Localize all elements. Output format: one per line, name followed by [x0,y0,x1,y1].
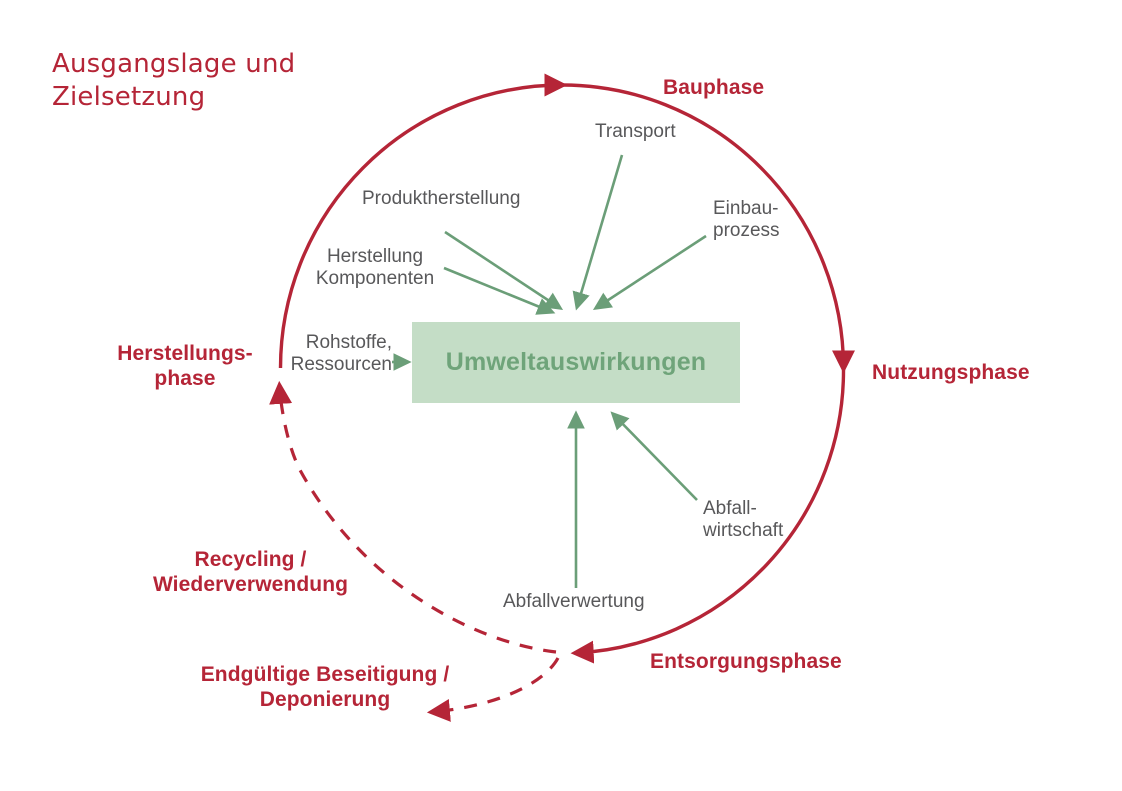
arc-to-bauphase [278,73,568,369]
arrow-herstellung-komponenten [443,266,556,315]
arrow-abfallwirtschaft [610,411,698,501]
phase-label-entsorgungsphase: Entsorgungsphase [650,650,842,673]
flow-label-einbauprozess: Einbau- prozess [713,198,780,242]
phase-label-nutzungsphase: Nutzungsphase [872,361,1030,384]
phase-label-bauphase: Bauphase [663,76,765,99]
lifecycle-circle [278,73,856,664]
arc-to-nutzungsphase [561,83,856,374]
central-impact-box-label: Umweltauswirkungen [445,348,707,376]
arrow-produktherstellung [444,230,564,311]
page-title: Ausgangslage und Zielsetzung [52,49,296,113]
flow-label-abfallverwertung: Abfallverwertung [503,591,645,612]
flow-label-herstellung-komponenten: Herstellung Komponenten [315,246,435,290]
flow-label-transport: Transport [595,121,676,142]
arrow-transport [572,154,624,311]
arc-to-entsorgungsphase [570,367,846,664]
flow-label-rohstoffe-ressourcen: Rohstoffe, Ressourcen [290,332,392,376]
phase-label-endgueltige-beseitigung: Endgültige Beseitigung / Deponierung [200,663,450,711]
flow-label-produktherstellung: Produktherstellung [362,188,521,209]
flow-label-abfallwirtschaft: Abfall- wirtschaft [703,498,784,542]
impact-input-arrows [392,154,707,588]
disposal-dashed-arrow [426,657,560,722]
phase-label-recycling: Recycling / Wiederverwendung [152,548,349,596]
central-impact-box: Umweltauswirkungen [412,322,740,403]
arrow-einbauprozess [592,234,707,310]
phase-label-herstellungsphase: Herstellungs- phase [117,342,253,390]
